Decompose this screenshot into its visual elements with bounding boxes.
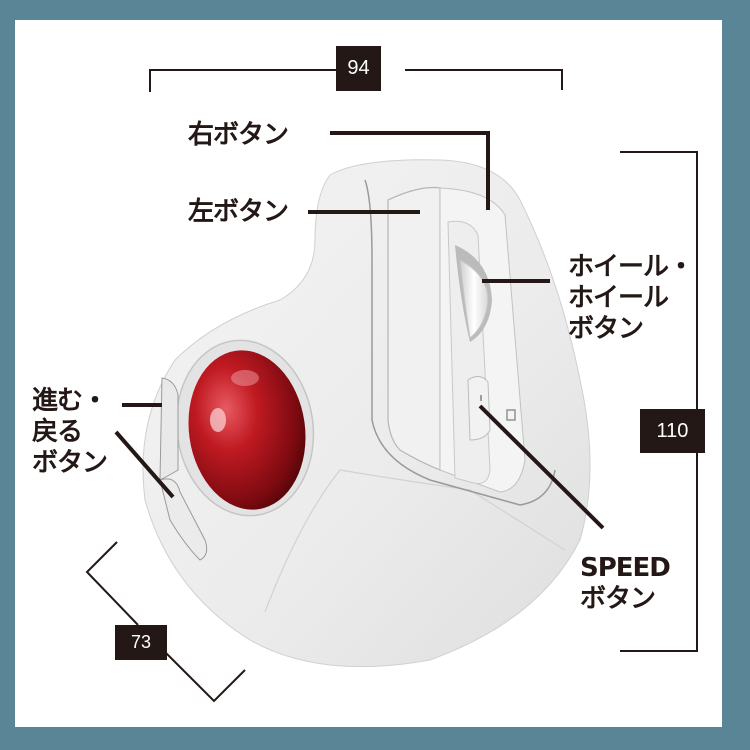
width-dimension-line — [149, 69, 563, 92]
right-button-label: 右ボタン — [188, 120, 289, 150]
height-dimension-value: 110 — [640, 409, 705, 453]
depth-dimension-value: 73 — [115, 625, 167, 660]
speed-button-icon — [467, 376, 491, 441]
forward-back-leader-2 — [114, 430, 175, 499]
trackball-icon — [175, 339, 315, 517]
brand-logo-icon — [506, 409, 516, 421]
height-dimension-line — [620, 151, 698, 652]
side-buttons-icon — [159, 377, 208, 561]
width-dimension-value: 94 — [336, 46, 381, 91]
scroll-wheel-icon — [455, 245, 492, 342]
speed-button-label: SPEED ボタン — [580, 553, 671, 614]
depth-dimension-line — [85, 541, 246, 703]
wheel-button-label: ホイール・ ホイール ボタン — [568, 252, 694, 344]
forward-back-button-label: 進む・ 戻る ボタン — [32, 386, 108, 478]
speed-leader — [478, 404, 605, 530]
callout-leaders — [114, 131, 605, 530]
right-button-leader — [330, 131, 490, 210]
left-button-label: 左ボタン — [188, 197, 289, 227]
